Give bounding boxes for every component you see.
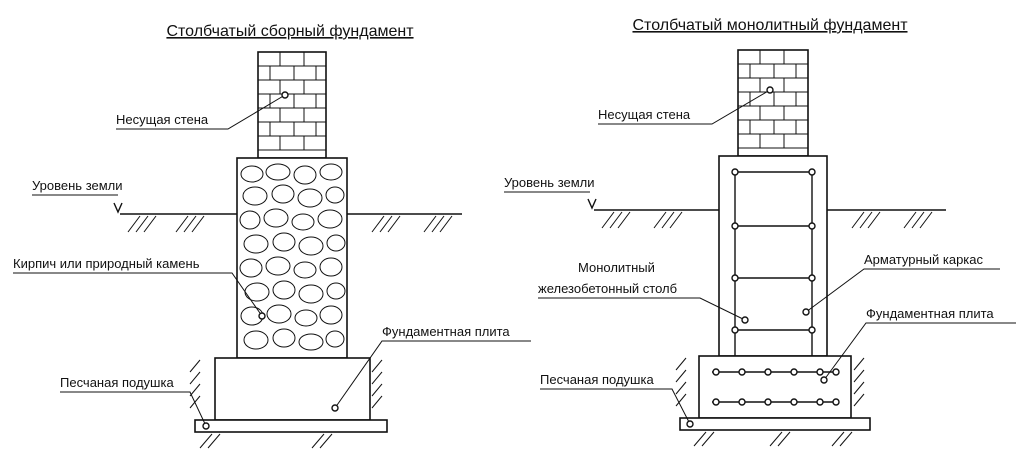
right-title: Столбчатый монолитный фундамент [632, 17, 908, 34]
right-diagram: Столбчатый монолитный фундамент [504, 17, 1016, 447]
svg-text:Несущая стена: Несущая стена [116, 112, 209, 127]
right-sand-cushion [679, 417, 871, 431]
left-label-stone: Кирпич или природный камень [13, 256, 266, 320]
svg-text:Фундаментная плита: Фундаментная плита [382, 324, 510, 339]
svg-text:Уровень земли: Уровень земли [32, 178, 123, 193]
left-label-sand: Песчаная подушка [60, 375, 210, 430]
right-ground-line [587, 198, 946, 447]
right-brick-wall [737, 49, 809, 157]
svg-text:Песчаная подушка: Песчаная подушка [60, 375, 174, 390]
left-brick-wall [257, 51, 327, 159]
right-foundation-slab [698, 355, 852, 419]
left-ground-line [113, 202, 462, 449]
left-foundation-slab [214, 357, 371, 421]
left-label-slab: Фундаментная плита [331, 324, 531, 412]
svg-text:Монолитный: Монолитный [578, 260, 655, 275]
right-label-pillar: Монолитный железобетонный столб [538, 260, 749, 324]
svg-text:железобетонный столб: железобетонный столб [538, 281, 677, 296]
svg-text:Фундаментная плита: Фундаментная плита [866, 306, 994, 321]
right-label-slab: Фундаментная плита [820, 306, 1016, 384]
right-label-sand: Песчаная подушка [540, 372, 694, 428]
left-label-wall: Несущая стена [116, 91, 289, 130]
left-title: Столбчатый сборный фундамент [166, 23, 414, 40]
right-label-cage: Арматурный каркас [802, 252, 1000, 316]
svg-text:Песчаная подушка: Песчаная подушка [540, 372, 654, 387]
right-label-ground: Уровень земли [504, 175, 595, 193]
right-label-wall: Несущая стена [598, 86, 774, 125]
left-diagram: Столбчатый сборный фундамент [13, 23, 531, 449]
svg-text:Уровень земли: Уровень земли [504, 175, 595, 190]
left-stone-column [236, 157, 348, 359]
left-label-ground: Уровень земли [32, 178, 123, 196]
svg-text:Несущая стена: Несущая стена [598, 107, 691, 122]
svg-text:Арматурный каркас: Арматурный каркас [864, 252, 983, 267]
svg-text:Кирпич или природный камень: Кирпич или природный камень [13, 256, 200, 271]
left-sand-cushion [194, 419, 388, 433]
